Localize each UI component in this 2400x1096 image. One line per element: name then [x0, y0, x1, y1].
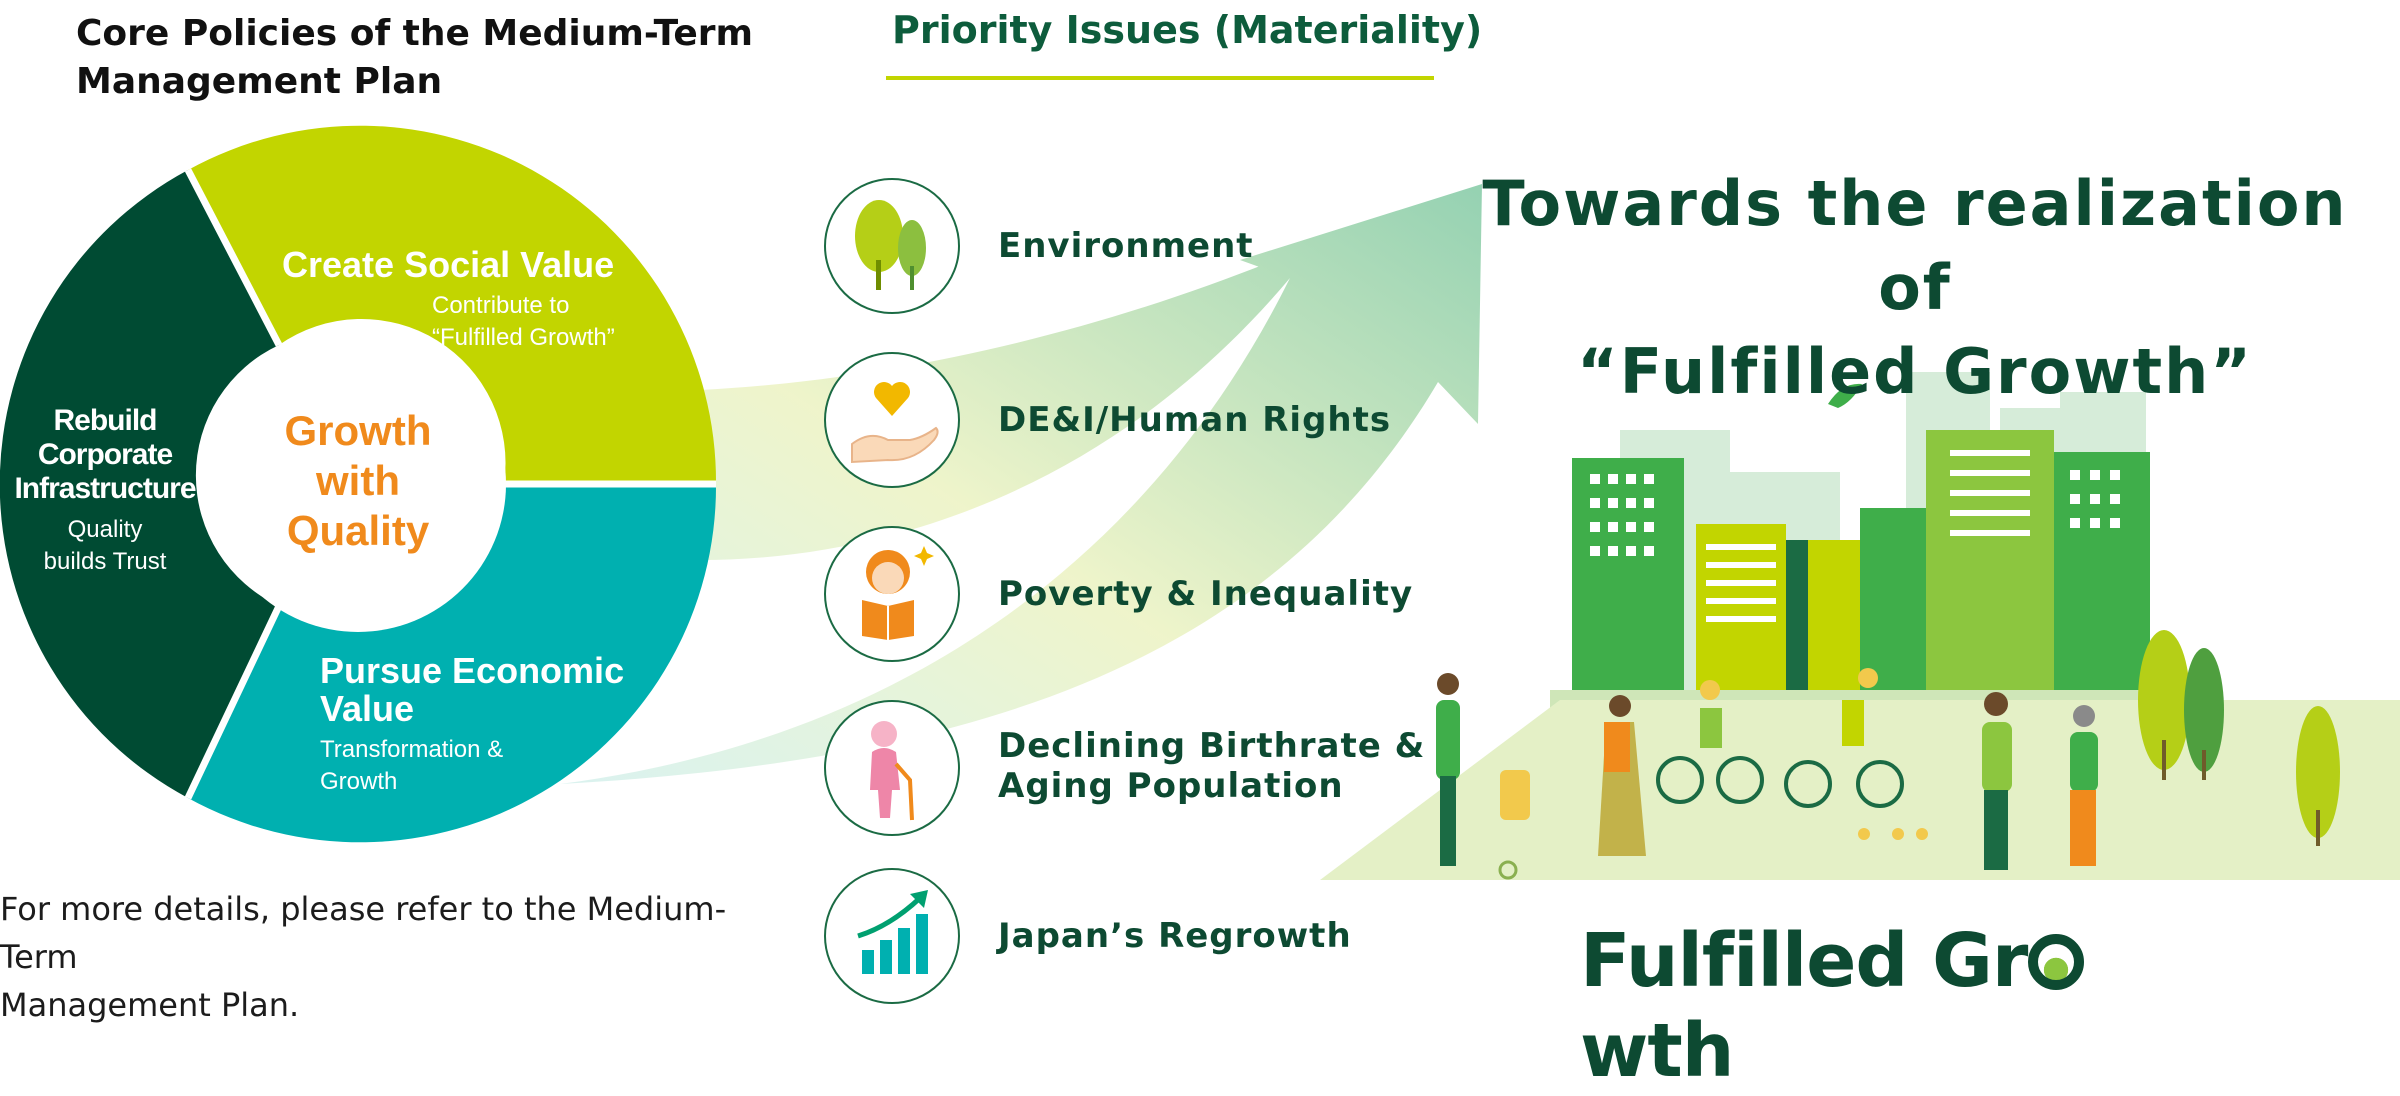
- core-policies-title-line1: Core Policies of the Medium-Term: [76, 13, 754, 54]
- brand-prefix: Fulfilled Gr: [1580, 918, 2028, 1004]
- create-social-value-sub-line1: Contribute to: [432, 292, 570, 319]
- priority-issues-title: Priority Issues (Materiality): [892, 8, 1483, 52]
- center-label-line3: Quality: [286, 507, 430, 554]
- priority-underline: [886, 76, 1434, 80]
- rebuild-infrastructure-title-line1: Rebuild: [53, 404, 158, 437]
- issue-label-birthrate-aging-line1: Declining Birthrate &: [998, 726, 1426, 766]
- brand-suffix: wth: [1580, 1008, 1734, 1094]
- segment-rebuild-infrastructure: [0, 170, 279, 798]
- growth-chart-icon: [824, 868, 960, 1004]
- donut-center: [210, 336, 506, 632]
- issue-label-dei-human-rights: DE&I/Human Rights: [998, 400, 1392, 440]
- segment-pursue-economic-value: [188, 484, 717, 843]
- segment-create-social-value: [188, 125, 717, 484]
- center-label-line2: with: [316, 457, 400, 504]
- rebuild-infrastructure-title: Rebuild Corporate Infrastructure: [0, 404, 210, 506]
- issue-label-birthrate-aging: Declining Birthrate & Aging Population: [998, 726, 1425, 806]
- city-illustration: [1320, 372, 2400, 880]
- rebuild-infrastructure-title-line2: Corporate: [37, 438, 173, 471]
- diagram-canvas: [0, 76, 2400, 1004]
- vision-headline: Towards the realization of “Fulfilled Gr…: [1440, 162, 2390, 414]
- heart-in-hand-icon: [824, 352, 960, 488]
- rebuild-infrastructure-title-line3: Infrastructure: [14, 472, 196, 505]
- core-policies-title-line2: Management Plan: [76, 61, 443, 102]
- vision-headline-line1: Towards the realization of: [1482, 167, 2348, 324]
- footnote: For more details, please refer to the Me…: [0, 885, 800, 1029]
- flow-arrow: [560, 184, 1482, 784]
- donut-center-label: Growth with Quality: [212, 406, 504, 556]
- create-social-value-title: Create Social Value: [282, 244, 615, 285]
- issue-label-japan-regrowth: Japan’s Regrowth: [998, 916, 1352, 956]
- vision-headline-line2: “Fulfilled Growth”: [1576, 335, 2253, 408]
- pursue-economic-value-title: Pursue Economic Value: [320, 652, 650, 728]
- pursue-economic-value-sub-line2: Growth: [320, 768, 398, 795]
- center-label-line1: Growth: [284, 407, 432, 454]
- issue-label-poverty-inequality: Poverty & Inequality: [998, 574, 1414, 614]
- fulfilled-growth-logo: Fulfilled Grwth: [1580, 916, 2140, 1094]
- people-illustration: [1436, 668, 2098, 880]
- child-reading-icon: [824, 526, 960, 662]
- core-policies-donut: [0, 125, 717, 843]
- rebuild-infrastructure-sub: Quality builds Trust: [0, 514, 210, 578]
- rebuild-infrastructure-sub-line1: Quality: [67, 516, 143, 543]
- elderly-person-icon: [824, 700, 960, 836]
- create-social-value-sub-line2: “Fulfilled Growth”: [432, 324, 615, 351]
- brand-globe-icon: [2028, 934, 2085, 990]
- core-policies-title: Core Policies of the Medium-Term Managem…: [76, 10, 776, 106]
- footnote-line2: Management Plan.: [0, 986, 300, 1024]
- footnote-line1: For more details, please refer to the Me…: [0, 890, 727, 976]
- pursue-economic-value-title-line2: Value: [320, 688, 415, 729]
- pursue-economic-value-sub-line1: Transformation &: [320, 736, 504, 763]
- pursue-economic-value-title-line1: Pursue Economic: [320, 650, 625, 691]
- issue-label-environment: Environment: [998, 226, 1254, 266]
- issue-label-birthrate-aging-line2: Aging Population: [998, 766, 1344, 806]
- rebuild-infrastructure-sub-line2: builds Trust: [43, 548, 167, 575]
- trees-icon: [824, 178, 960, 314]
- pursue-economic-value-sub: Transformation & Growth: [320, 734, 570, 798]
